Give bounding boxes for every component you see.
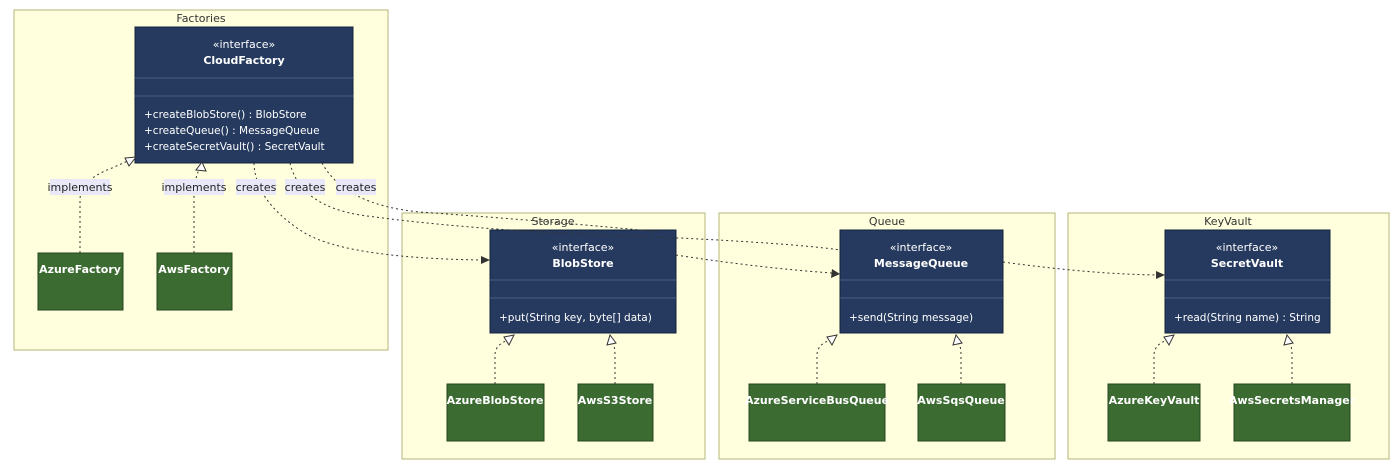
class-azure-factory[interactable]: AzureFactory <box>37 252 124 311</box>
svg-text:creates: creates <box>285 181 326 194</box>
interface-message-queue[interactable]: «interface» MessageQueue +send(String me… <box>839 229 1004 334</box>
package-title-storage: Storage <box>531 215 574 228</box>
svg-text:creates: creates <box>336 181 377 194</box>
interface-cloud-factory[interactable]: «interface» CloudFactory +createBlobStor… <box>134 26 354 164</box>
method-create-secret-vault: +createSecretVault() : SecretVault <box>144 141 325 153</box>
method-send: +send(String message) <box>849 312 973 324</box>
class-name-cloud-factory: CloudFactory <box>203 54 284 67</box>
edge-label-creates-blob: creates <box>236 179 277 195</box>
method-read: +read(String name) : String <box>1174 312 1321 324</box>
class-name-message-queue: MessageQueue <box>874 257 968 270</box>
package-title-keyvault: KeyVault <box>1204 215 1252 228</box>
class-azure-service-bus-queue[interactable]: AzureServiceBusQueue <box>745 383 889 442</box>
stereotype-label: «interface» <box>890 241 953 254</box>
triangle-arrowhead <box>606 333 617 346</box>
triangle-arrowhead <box>952 333 963 346</box>
edge-label-creates-vault: creates <box>336 179 377 195</box>
edge-blob-to-queue <box>675 254 833 274</box>
triangle-arrowhead <box>503 334 515 347</box>
class-name-aws-s3-store: AwsS3Store <box>578 394 652 407</box>
svg-text:implements: implements <box>161 181 226 194</box>
edge-azure-factory-implements <box>79 159 131 253</box>
class-aws-s3-store[interactable]: AwsS3Store <box>577 383 654 442</box>
stereotype-label: «interface» <box>213 38 276 51</box>
method-create-blob-store: +createBlobStore() : BlobStore <box>144 109 306 121</box>
class-name-blob-store: BlobStore <box>552 257 613 270</box>
triangle-arrowhead <box>1283 333 1294 346</box>
method-create-queue: +createQueue() : MessageQueue <box>144 125 320 137</box>
edge-creates-message-queue <box>289 162 841 251</box>
svg-text:implements: implements <box>47 181 112 194</box>
class-name-azure-blob-store: AzureBlobStore <box>447 394 544 407</box>
class-name-azure-key-vault: AzureKeyVault <box>1109 394 1200 407</box>
edge-label-implements-azure: implements <box>47 179 113 195</box>
triangle-arrowhead <box>124 156 138 167</box>
arrowhead <box>1156 271 1165 279</box>
interface-blob-store[interactable]: «interface» BlobStore +put(String key, b… <box>489 229 677 334</box>
triangle-arrowhead <box>1163 334 1175 347</box>
class-name-secret-vault: SecretVault <box>1211 257 1283 270</box>
interface-secret-vault[interactable]: «interface» SecretVault +read(String nam… <box>1164 229 1331 334</box>
class-aws-sqs-queue[interactable]: AwsSqsQueue <box>917 383 1006 442</box>
class-azure-key-vault[interactable]: AzureKeyVault <box>1107 383 1201 442</box>
stereotype-label: «interface» <box>1216 241 1279 254</box>
class-name-aws-secrets-manager: AwsSecretsManager <box>1229 394 1356 407</box>
edge-aws-factory-implements <box>193 164 201 253</box>
class-name-azure-service-bus-queue: AzureServiceBusQueue <box>745 394 889 407</box>
svg-text:creates: creates <box>236 181 277 194</box>
class-name-aws-factory: AwsFactory <box>158 263 229 276</box>
edge-label-creates-queue: creates <box>285 179 326 195</box>
method-put: +put(String key, byte[] data) <box>499 312 652 324</box>
class-name-azure-factory: AzureFactory <box>39 263 121 276</box>
triangle-arrowhead <box>826 334 838 347</box>
package-title-factories: Factories <box>176 12 225 25</box>
edge-label-implements-aws: implements <box>161 179 227 195</box>
arrowhead <box>481 256 490 264</box>
class-name-aws-sqs-queue: AwsSqsQueue <box>917 394 1005 407</box>
triangle-arrowhead <box>195 161 207 172</box>
arrowhead <box>831 269 840 278</box>
class-aws-factory[interactable]: AwsFactory <box>156 252 233 311</box>
class-aws-secrets-manager[interactable]: AwsSecretsManager <box>1229 383 1356 442</box>
class-azure-blob-store[interactable]: AzureBlobStore <box>446 383 545 442</box>
stereotype-label: «interface» <box>552 241 615 254</box>
package-title-queue: Queue <box>869 215 905 228</box>
